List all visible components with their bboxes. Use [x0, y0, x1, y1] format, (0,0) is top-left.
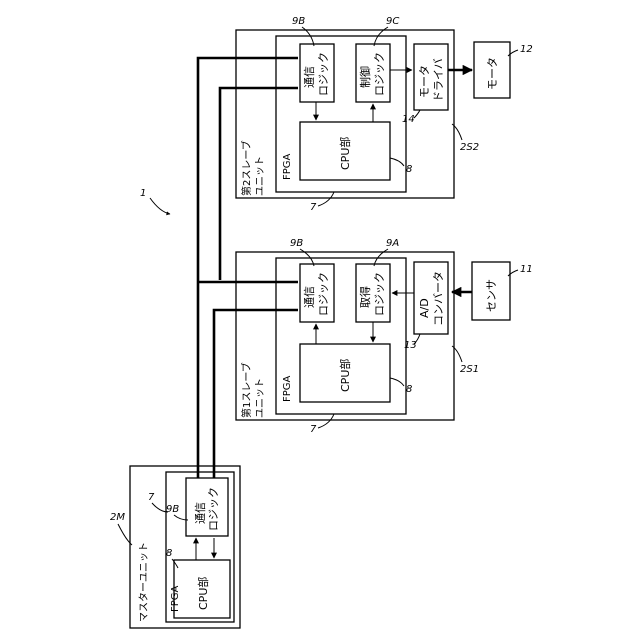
master-unit: マスターユニット FPGA CPU部 通信 ロジック 2M 7 9B 8: [110, 466, 240, 628]
slave1-comm-line1: 通信: [303, 286, 316, 308]
master-comm-ref: 9B: [166, 504, 179, 515]
master-unit-title: マスターユニット: [138, 542, 150, 622]
sensor-ref: 11: [520, 264, 533, 275]
slave1-adc-line1: A/D: [418, 298, 431, 318]
slave1-fpga-label: FPGA: [282, 375, 293, 402]
slave2-cpu-ref: 8: [406, 164, 412, 175]
slave1-acq-line1: 取得: [359, 286, 372, 308]
slave2-ctrl-ref: 9C: [386, 16, 399, 27]
slave2-ctrl-line1: 制御: [358, 66, 372, 88]
slave1-cpu-ref: 8: [406, 384, 412, 395]
master-fpga-ref: 7: [148, 492, 155, 503]
slave1-unit-ref: 2S1: [460, 364, 479, 375]
sensor-label: センサ: [485, 279, 498, 312]
svg-text:1: 1: [140, 188, 146, 199]
slave1-adc-ref: 13: [404, 340, 417, 351]
slave1-fpga-ref: 7: [310, 424, 317, 435]
slave2-comm-line2: ロジック: [317, 52, 330, 96]
slave1-comm-ref: 9B: [290, 238, 303, 249]
slave2-unit: 第2スレーブ ユニット FPGA 通信 ロジック 制御 ロジック CPU部 モー…: [236, 16, 533, 213]
slave1-acq-line2: ロジック: [373, 272, 386, 316]
slave1-adc-line2: コンバータ: [432, 271, 445, 326]
slave1-acq-ref: 9A: [386, 238, 399, 249]
slave2-ctrl-line2: ロジック: [373, 52, 386, 96]
motor-driver-ref: 14: [402, 114, 415, 125]
slave1-title-line2: ユニット: [255, 378, 266, 418]
slave2-unit-outer: [236, 30, 454, 198]
master-cpu-label: CPU部: [196, 577, 210, 610]
slave2-fpga-ref: 7: [310, 202, 317, 213]
slave2-comm-line1: 通信: [303, 66, 316, 88]
motor-label: モータ: [486, 57, 499, 90]
slave2-comm-ref: 9B: [292, 16, 305, 27]
slave2-fpga-label: FPGA: [282, 153, 293, 180]
master-cpu-ref: 8: [166, 548, 172, 559]
slave2-unit-ref: 2S2: [460, 142, 479, 153]
slave1-cpu-label: CPU部: [338, 359, 352, 392]
motor-ref: 12: [520, 44, 533, 55]
system-ref: 1: [140, 188, 170, 214]
slave2-cpu-label: CPU部: [338, 137, 352, 170]
slave2-title-line2: ユニット: [255, 156, 266, 196]
master-fpga-label: FPGA: [170, 585, 181, 612]
slave1-unit: 第1スレーブ ユニット FPGA 通信 ロジック 取得 ロジック CPU部 A/…: [236, 238, 533, 435]
motor-driver-line1: モータ: [418, 65, 431, 98]
slave1-title-line1: 第1スレーブ: [240, 362, 253, 418]
master-comm-line2: ロジック: [207, 487, 220, 531]
slave2-title-line1: 第2スレーブ: [240, 140, 253, 196]
master-unit-ref: 2M: [110, 512, 125, 523]
motor-driver-line2: ドライバ: [432, 58, 445, 102]
slave1-unit-outer: [236, 252, 454, 420]
master-comm-line1: 通信: [194, 502, 207, 524]
slave1-comm-line2: ロジック: [317, 272, 330, 316]
